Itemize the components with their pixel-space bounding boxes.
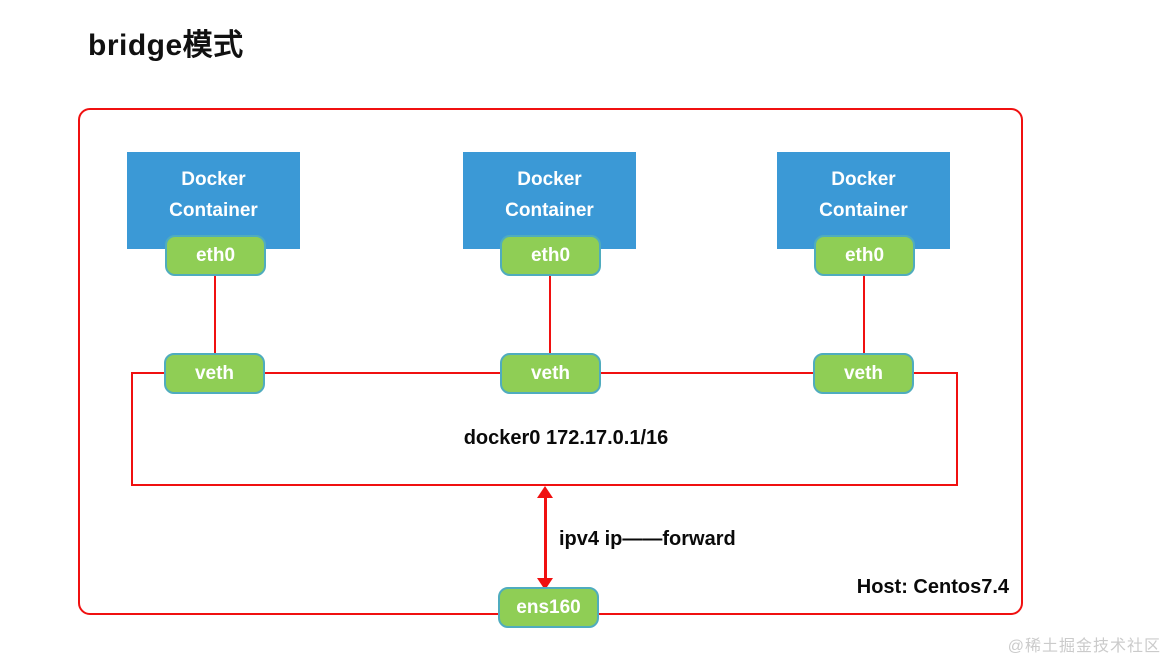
docker-container-box-3: Docker Container (777, 152, 950, 249)
forward-arrow-line (544, 494, 547, 580)
ens160-label: ens160 (516, 596, 581, 618)
veth-badge-2: veth (500, 353, 601, 394)
docker-container-box-1: Docker Container (127, 152, 300, 249)
veth-label: veth (530, 362, 571, 384)
eth0-label: eth0 (530, 244, 571, 266)
forward-arrow-up-icon (537, 486, 553, 498)
ens160-badge: ens160 (498, 587, 599, 628)
page-title: bridge模式 (88, 29, 244, 62)
eth0-label: eth0 (844, 244, 885, 266)
docker-container-label: Docker Container (505, 169, 594, 221)
veth-label: veth (843, 362, 884, 384)
watermark-text: @稀土掘金技术社区 (1007, 638, 1161, 655)
veth-pair-link-2 (549, 274, 551, 355)
docker-container-box-2: Docker Container (463, 152, 636, 249)
veth-pair-link-3 (863, 274, 865, 355)
docker0-bridge-label: docker0 172.17.0.1/16 (463, 427, 669, 449)
veth-label: veth (194, 362, 235, 384)
veth-badge-1: veth (164, 353, 265, 394)
docker-container-label: Docker Container (819, 169, 908, 221)
eth0-badge-1: eth0 (165, 235, 266, 276)
veth-pair-link-1 (214, 274, 216, 355)
host-os-label: Host: Centos7.4 (856, 576, 1009, 598)
docker-container-label: Docker Container (169, 169, 258, 221)
eth0-badge-2: eth0 (500, 235, 601, 276)
veth-badge-3: veth (813, 353, 914, 394)
eth0-label: eth0 (195, 244, 236, 266)
eth0-badge-3: eth0 (814, 235, 915, 276)
ip-forward-label: ipv4 ip——forward (559, 528, 736, 550)
